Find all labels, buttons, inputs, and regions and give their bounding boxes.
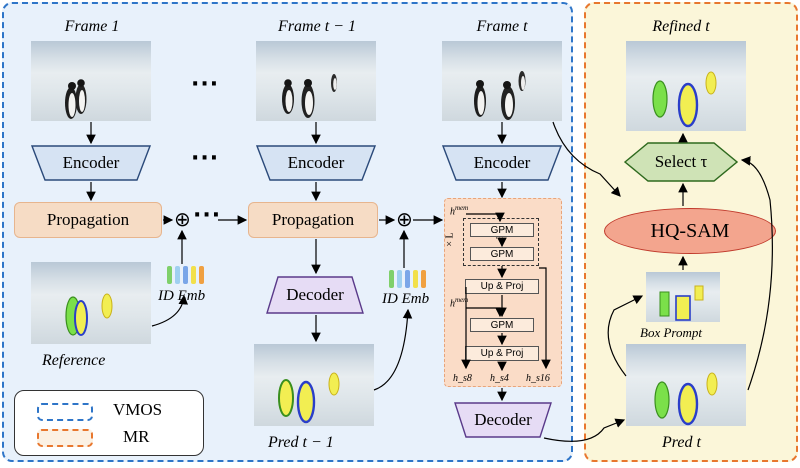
box-prompt-image (646, 272, 720, 322)
frame-t-image (442, 41, 562, 121)
frame-1-title: Frame 1 (64, 18, 120, 35)
gpm-vdots: ··· (495, 233, 504, 243)
h-s4-label: h_s4 (490, 373, 509, 384)
refined-t-title: Refined t (652, 18, 710, 35)
id-emb-label-2: ID Emb (382, 291, 430, 307)
encoder-label: Encoder (287, 153, 345, 172)
legend: VMOS MR (14, 390, 204, 456)
gpm-block-3: GPM (470, 318, 534, 332)
encoder-frame-t-minus-1: Encoder (256, 145, 376, 181)
gpm-block-1: GPM (470, 223, 534, 237)
decoder-label: Decoder (286, 285, 344, 304)
h-s8-label: h_s8 (453, 373, 472, 384)
encoder-label: Encoder (473, 153, 531, 172)
legend-mr-label: MR (123, 427, 150, 446)
up-proj-block-1: Up & Proj (465, 279, 539, 294)
frame-1-image (31, 41, 151, 121)
reference-image (31, 262, 151, 344)
frame-t-title: Frame t (476, 18, 528, 35)
add-operator-2: ⊕ (396, 207, 413, 231)
select-tau-module: Select τ (624, 142, 738, 182)
id-emb-label-1: ID Emb (158, 288, 206, 304)
pred-t-caption: Pred t (662, 434, 701, 451)
decoder-frame-t-minus-1: Decoder (266, 276, 364, 314)
select-tau-label: Select τ (654, 152, 708, 171)
legend-vmos-label: VMOS (113, 400, 163, 419)
propagation-frame-1: Propagation (14, 202, 162, 238)
decoder-frame-t: Decoder (454, 402, 552, 438)
legend-vmos-swatch (37, 403, 93, 421)
times-l-label: × L (444, 232, 456, 247)
frame-t-minus-1-image (256, 41, 376, 121)
reference-caption: Reference (42, 352, 106, 369)
h-mem-label-mid: hmem (450, 296, 469, 310)
up-proj-block-2: Up & Proj (465, 346, 539, 361)
refined-t-image (626, 41, 746, 131)
propagation-frame-t-minus-1: Propagation (248, 202, 378, 238)
frame-t-minus-1-title: Frame t − 1 (278, 18, 356, 35)
encoder-label: Encoder (62, 153, 120, 172)
h-s16-label: h_s16 (526, 373, 550, 384)
ellipsis-mid: ··· (191, 146, 220, 171)
gpm-block-2: GPM (470, 247, 534, 261)
legend-mr-swatch (37, 429, 93, 447)
encoder-frame-1: Encoder (31, 145, 151, 181)
hq-sam-module: HQ-SAM (604, 208, 776, 254)
pred-t-minus-1-caption: Pred t − 1 (268, 434, 334, 451)
box-prompt-caption: Box Prompt (640, 325, 702, 340)
h-mem-label-top: hmem (450, 204, 469, 218)
pred-t-minus-1-image (254, 344, 374, 426)
encoder-frame-t: Encoder (442, 145, 562, 181)
add-operator-1: ⊕ (174, 207, 191, 231)
ellipsis-prop: ··· (193, 203, 222, 228)
id-emb-bars-2 (389, 270, 426, 288)
ellipsis-top: ··· (191, 72, 220, 97)
pred-t-image (626, 344, 746, 426)
id-emb-bars-1 (167, 266, 204, 284)
decoder-label: Decoder (474, 410, 532, 429)
